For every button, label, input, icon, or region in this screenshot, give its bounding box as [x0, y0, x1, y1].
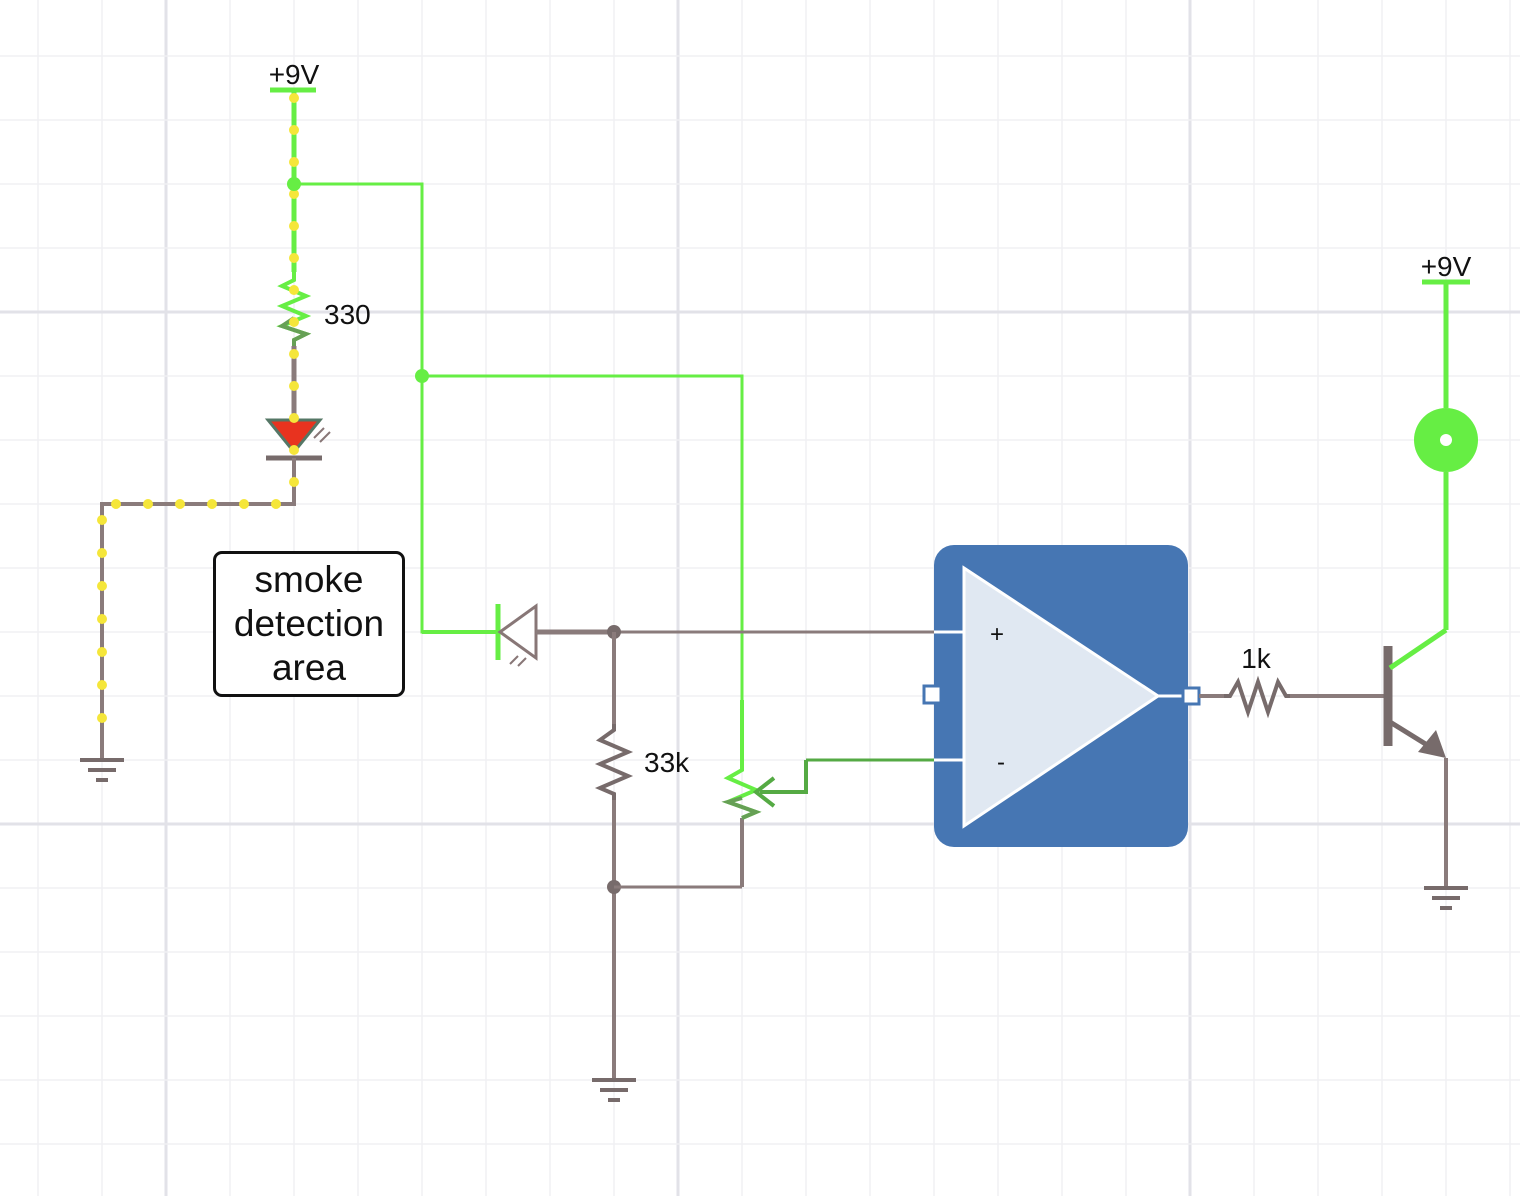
wire	[422, 374, 744, 700]
terminal	[1181, 686, 1201, 706]
photodiode-icon[interactable]	[495, 603, 614, 667]
resistor-330-label: 330	[324, 299, 371, 330]
resistor-icon	[594, 724, 634, 800]
supply-label-right: +9V	[1421, 251, 1472, 282]
divider-network[interactable]	[592, 625, 935, 1102]
ground-icon	[80, 758, 124, 782]
resistor-icon	[1224, 675, 1290, 719]
junction	[287, 177, 301, 191]
supply-wires[interactable]	[287, 177, 744, 765]
potentiometer-icon[interactable]	[721, 758, 935, 820]
ground-icon	[1424, 886, 1468, 910]
lamp-branch[interactable]	[1414, 279, 1478, 630]
resistor-1k-label: 1k	[1241, 643, 1272, 674]
smoke-detection-area-note[interactable]: smoke detection area	[213, 551, 405, 697]
resistor-33k-label: 33k	[644, 747, 690, 778]
ground-icon	[592, 1078, 636, 1102]
opamp-minus-label: -	[997, 749, 1005, 776]
terminal	[922, 684, 943, 705]
supply-label-left: +9V	[269, 59, 320, 90]
npn-transistor-icon[interactable]	[1383, 627, 1468, 910]
junction	[415, 369, 429, 383]
current-dots	[97, 93, 299, 723]
opamp-plus-label: +	[990, 621, 1004, 648]
op-amp-icon[interactable]: + -	[922, 545, 1201, 847]
base-network[interactable]	[1199, 675, 1386, 719]
